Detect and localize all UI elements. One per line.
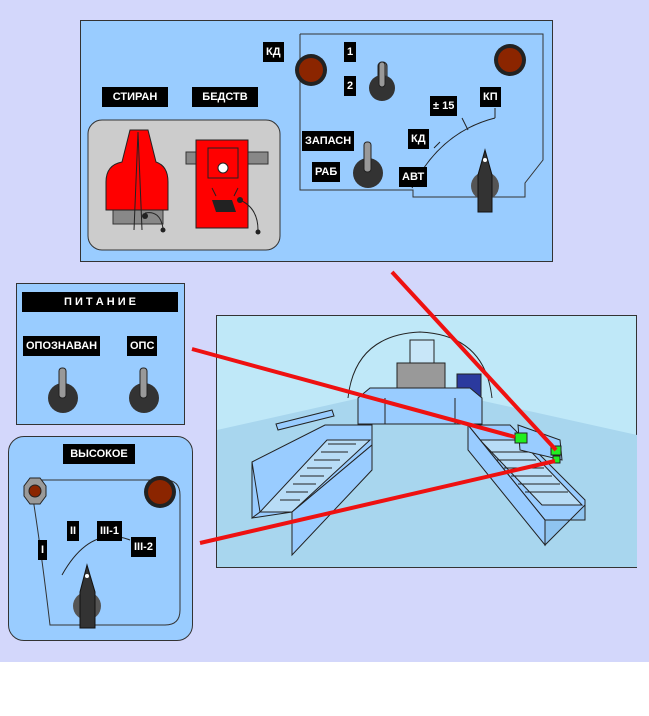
pointer-lines — [191, 270, 558, 545]
mode-selector-knob[interactable] — [471, 148, 499, 213]
high-title: ВЫСОКОЕ — [63, 444, 135, 464]
altitude-selector-knob[interactable] — [73, 563, 101, 629]
high-panel-knob[interactable] — [144, 476, 176, 508]
kp-knob[interactable] — [494, 44, 526, 76]
bedstv-guard-cover[interactable] — [185, 139, 269, 235]
indicator-light-left — [514, 432, 528, 444]
position-2-label: 2 — [344, 76, 357, 96]
toggle-switch-1-2[interactable] — [369, 61, 395, 101]
cockpit-interior-graphics — [217, 331, 637, 567]
left-console — [251, 424, 373, 557]
kd-dial-label: КД — [408, 129, 429, 149]
opoznavan-label: ОПОЗНАВАН — [23, 336, 101, 356]
plus-minus-15-label: ± 15 — [430, 96, 458, 116]
bedstv-label: БЕДСТВ — [192, 87, 258, 107]
indicator-light-right-top — [550, 445, 562, 456]
position-III-1-label: III-1 — [97, 521, 122, 541]
avt-label: АВТ — [399, 167, 428, 187]
right-console — [466, 423, 586, 547]
lamp-housing — [23, 477, 47, 505]
pointer-line-power-panel — [191, 347, 516, 439]
power-panel-graphics — [48, 367, 159, 413]
pointer-line-high-panel — [199, 459, 556, 545]
high-panel-graphics — [23, 476, 181, 629]
stiran-guard-cover[interactable] — [105, 129, 169, 233]
toggle-switch-opoznavan[interactable] — [48, 367, 78, 413]
position-I-label: I — [38, 540, 48, 560]
zapasn-label: ЗАПАСН — [302, 131, 355, 151]
kd-top-label: КД — [263, 42, 284, 62]
rab-label: РАБ — [312, 162, 341, 182]
stiran-label: СТИРАН — [102, 87, 168, 107]
toggle-switch-ops[interactable] — [129, 367, 159, 413]
position-1-label: 1 — [344, 42, 357, 62]
position-III-2-label: III-2 — [131, 537, 156, 557]
position-II-label: II — [67, 521, 80, 541]
power-title: П И Т А Н И Е — [22, 292, 178, 312]
top-panel-graphics — [87, 33, 544, 251]
ops-label: ОПС — [127, 336, 158, 356]
pointer-line-top-panel — [390, 270, 558, 452]
kp-label: КП — [480, 87, 501, 107]
toggle-switch-zapasn-rab[interactable] — [353, 141, 383, 188]
kd-top-knob[interactable] — [295, 54, 327, 86]
